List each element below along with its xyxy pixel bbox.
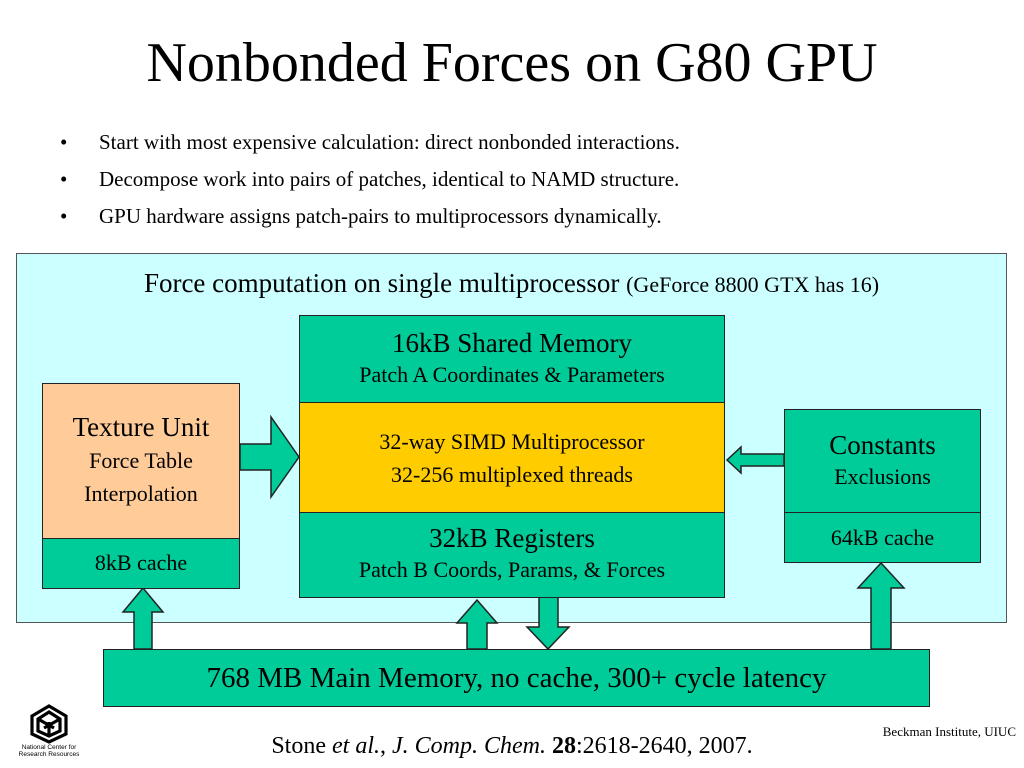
- constants-cache-label: 64kB cache: [830, 525, 935, 550]
- citation-etal: et al.: [332, 733, 380, 759]
- bullet-text: Decompose work into pairs of patches, id…: [99, 167, 680, 191]
- simd-line1: 32-way SIMD Multiprocessor: [379, 429, 645, 454]
- citation: Stone et al., J. Comp. Chem. 28:2618-264…: [180, 730, 844, 762]
- bullet-icon: •: [60, 130, 68, 154]
- citation-author: Stone: [271, 733, 326, 759]
- bullet-icon: •: [60, 204, 68, 228]
- simd-line2: 32-256 multiplexed threads: [391, 462, 633, 487]
- arrow-memory-to-constants-cache: [856, 561, 906, 650]
- texture-cache-box: 8kB cache: [42, 538, 240, 589]
- bullet-item: • Start with most expensive calculation: …: [60, 124, 960, 161]
- bullet-list: • Start with most expensive calculation: …: [60, 124, 960, 235]
- citation-volume: 28: [551, 733, 576, 759]
- bullet-item: • GPU hardware assigns patch-pairs to mul…: [60, 198, 960, 235]
- affiliation: Beckman Institute, UIUC: [882, 724, 1016, 739]
- panel-caption: Force computation on single multiprocess…: [16, 265, 1007, 303]
- bullet-text: Start with most expensive calculation: d…: [99, 130, 680, 154]
- constants-cache-box: 64kB cache: [784, 512, 981, 563]
- constants-box: Constants Exclusions: [784, 409, 981, 513]
- texture-unit-box: Texture Unit Force Table Interpolation: [42, 383, 240, 539]
- registers-subtitle: Patch B Coords, Params, & Forces: [358, 557, 666, 582]
- citation-journal: J. Comp. Chem.: [392, 733, 546, 759]
- main-memory-box: 768 MB Main Memory, no cache, 300+ cycle…: [103, 649, 930, 707]
- arrow-registers-to-memory: [525, 596, 571, 651]
- arrow-memory-to-registers: [455, 598, 499, 650]
- ncrr-logo-icon: [30, 704, 68, 744]
- panel-caption-note: (GeForce 8800 GTX has 16): [626, 272, 880, 297]
- constants-subtitle: Exclusions: [834, 464, 931, 489]
- logo-text-line2: Research Resources: [18, 751, 80, 758]
- texture-cache-label: 8kB cache: [94, 550, 188, 575]
- arrow-constants-to-simd: [725, 445, 785, 475]
- bullet-text: GPU hardware assigns patch-pairs to mult…: [99, 204, 662, 228]
- logo-text-line1: National Center for: [21, 744, 77, 751]
- panel-caption-main: Force computation on single multiprocess…: [143, 268, 620, 298]
- registers-title: 32kB Registers: [429, 523, 595, 553]
- citation-separator: ,: [380, 733, 392, 759]
- shared-memory-box: 16kB Shared Memory Patch A Coordinates &…: [299, 315, 725, 403]
- slide-title: Nonbonded Forces on G80 GPU: [146, 32, 878, 94]
- ncrr-logo: National Center for Research Resources: [14, 702, 84, 762]
- simd-multiprocessor-box: 32-way SIMD Multiprocessor 32-256 multip…: [299, 402, 725, 513]
- ncrr-logo-text: National Center for Research Resources: [14, 744, 84, 758]
- arrow-texture-to-simd: [239, 414, 300, 500]
- shared-memory-title: 16kB Shared Memory: [392, 328, 632, 358]
- registers-box: 32kB Registers Patch B Coords, Params, &…: [299, 512, 725, 598]
- texture-unit-line3: Interpolation: [84, 481, 198, 506]
- texture-unit-title: Texture Unit: [72, 412, 210, 442]
- bullet-icon: •: [60, 167, 68, 191]
- shared-memory-subtitle: Patch A Coordinates & Parameters: [359, 362, 665, 387]
- arrow-memory-to-texture-cache: [121, 586, 165, 650]
- constants-title: Constants: [829, 430, 936, 460]
- texture-unit-line2: Force Table: [89, 448, 193, 473]
- citation-pages: :2618-2640, 2007.: [575, 733, 753, 759]
- bullet-item: • Decompose work into pairs of patches, i…: [60, 161, 960, 198]
